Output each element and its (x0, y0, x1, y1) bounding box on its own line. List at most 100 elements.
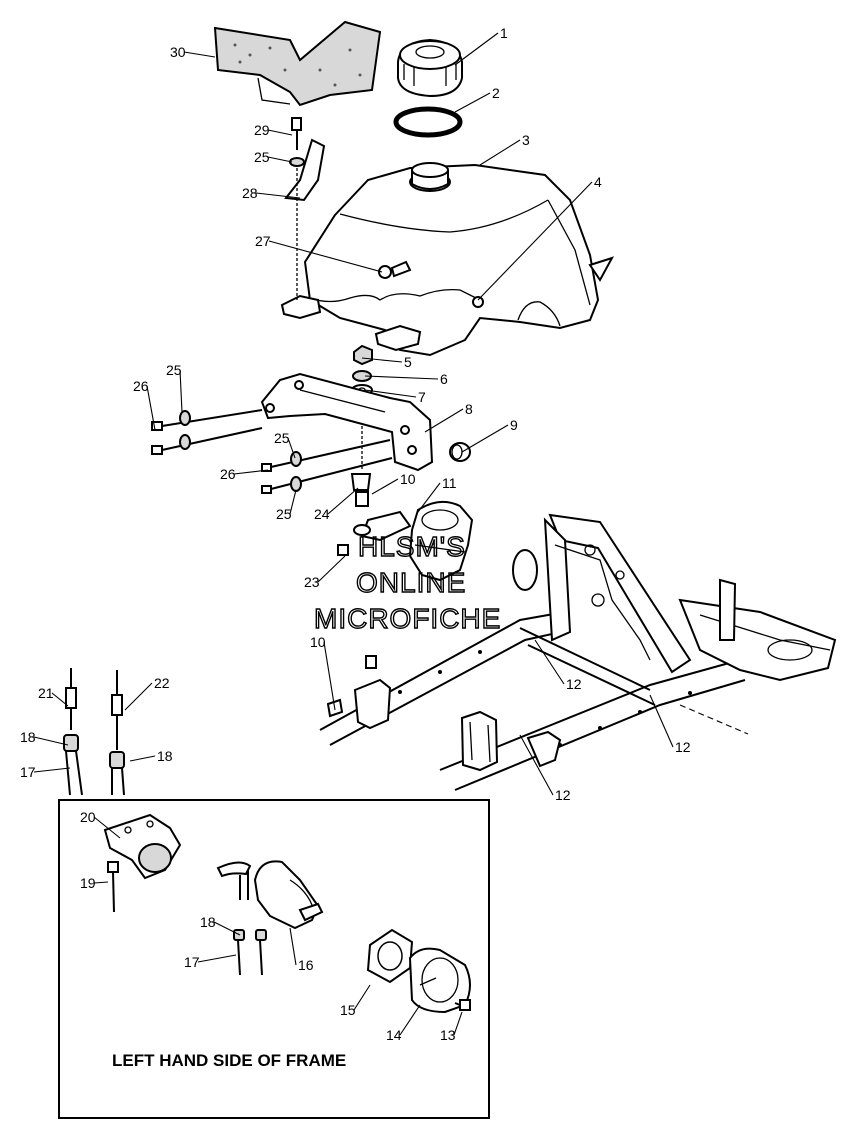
callout-c3: 3 (522, 132, 530, 148)
callout-c17b: 17 (184, 954, 200, 970)
callout-c12c: 12 (555, 787, 571, 803)
part-16-fuel-pump (216, 860, 324, 930)
callout-c6: 6 (440, 371, 448, 387)
watermark-line-1: HLSM'S (358, 531, 466, 562)
callout-c12a: 12 (566, 676, 582, 692)
leader-c29 (267, 129, 293, 136)
callout-c17a: 17 (20, 764, 36, 780)
callout-c5: 5 (404, 354, 412, 370)
leader-c12b (649, 694, 674, 748)
part-23-screw (337, 544, 349, 556)
part-20-bracket (103, 813, 182, 880)
leader-c25d (289, 489, 297, 515)
callout-c12b: 12 (675, 739, 691, 755)
watermark-line-2: ONLINE (356, 567, 466, 598)
part-10-spacer-upper (355, 491, 369, 507)
callout-c30a: 30 (170, 44, 186, 60)
leader-c26a (146, 385, 156, 431)
leader-c25c (287, 437, 296, 459)
callout-c21: 21 (38, 685, 54, 701)
part-3-fuel-tank (280, 162, 615, 357)
part-25-washer-mid-upper (290, 451, 302, 467)
leader-c9 (461, 424, 509, 453)
leader-c4 (477, 181, 593, 301)
part-30-foam-pad (213, 20, 382, 107)
callout-c14: 14 (386, 1027, 402, 1043)
leader-c18a (33, 736, 69, 746)
leader-c17b (197, 954, 237, 963)
callout-c15: 15 (340, 1002, 356, 1018)
callout-c23: 23 (304, 574, 320, 590)
callout-c25d: 25 (276, 506, 292, 522)
callout-c16: 16 (298, 957, 314, 973)
leader-c18b (129, 755, 156, 762)
callout-c11: 11 (442, 475, 457, 491)
part-13-screw (454, 999, 471, 1011)
part-5-nut (353, 344, 373, 366)
inset-frame (58, 799, 490, 1119)
callout-c1: 1 (500, 25, 508, 41)
part-26-bolt-lower (151, 427, 263, 455)
callout-c10b: 10 (310, 634, 326, 650)
callout-c7: 7 (418, 389, 426, 405)
callout-c25b: 25 (166, 362, 182, 378)
callout-c25c: 25 (274, 430, 290, 446)
part-12-frame (319, 513, 837, 791)
leader-c6 (364, 375, 439, 380)
part-28-bracket (284, 138, 326, 202)
leader-c11 (417, 482, 441, 513)
callout-c19: 19 (80, 875, 96, 891)
part-11-fuel-valve (353, 500, 474, 582)
callout-c13: 13 (440, 1027, 456, 1043)
callout-c4: 4 (594, 174, 602, 190)
callout-c28: 28 (242, 185, 258, 201)
leader-c15 (353, 984, 371, 1011)
part-10-clamp-lower (326, 655, 392, 730)
callout-c22: 22 (154, 675, 170, 691)
part-1-fuel-cap (397, 38, 463, 98)
leader-lines (33, 32, 674, 1036)
leader-c27 (268, 240, 383, 273)
callout-c29: 29 (254, 122, 270, 138)
part-18-clamp-left (63, 734, 79, 752)
part-21-fitting (65, 668, 77, 730)
part-8-tank-mount (260, 372, 434, 472)
leader-c19 (93, 881, 109, 884)
leader-c13 (453, 1011, 463, 1036)
leader-c28 (255, 192, 301, 199)
part-26-bolt-mid-lower (261, 457, 393, 494)
part-14-cover (408, 947, 471, 1014)
leader-c17a (33, 767, 71, 773)
part-25-washer-mid-lower (290, 476, 302, 492)
leader-c1 (454, 32, 499, 66)
leader-c12a (534, 639, 565, 685)
callout-c26a: 26 (133, 378, 149, 394)
leader-c25a (267, 156, 293, 163)
leader-c10a (371, 478, 399, 495)
leader-c5 (361, 357, 403, 363)
leader-c14 (399, 1004, 421, 1036)
leader-c12c (519, 734, 554, 796)
part-17-hose (65, 750, 125, 796)
part-15-retaining-nut (366, 928, 414, 984)
leader-c2 (454, 92, 491, 113)
leader-c10b (323, 641, 336, 711)
leader-c26b (233, 469, 269, 475)
part-17-hose-inset (237, 939, 263, 976)
part-29-bolt (291, 117, 302, 150)
callout-c27: 27 (255, 233, 271, 249)
part-24-grommet (350, 473, 372, 491)
watermark-line-3: MICROFICHE (314, 603, 501, 634)
callout-c26b: 26 (220, 466, 236, 482)
part-26-bolt-upper (151, 409, 263, 431)
leader-c21 (51, 692, 69, 707)
callout-c20: 20 (80, 809, 96, 825)
callout-c18a: 18 (20, 729, 36, 745)
leader-c25b (179, 369, 183, 413)
part-25-washer-left-lower (179, 434, 191, 450)
leader-c16 (289, 927, 297, 966)
callout-c24: 24 (314, 506, 330, 522)
callout-c8: 8 (465, 401, 473, 417)
